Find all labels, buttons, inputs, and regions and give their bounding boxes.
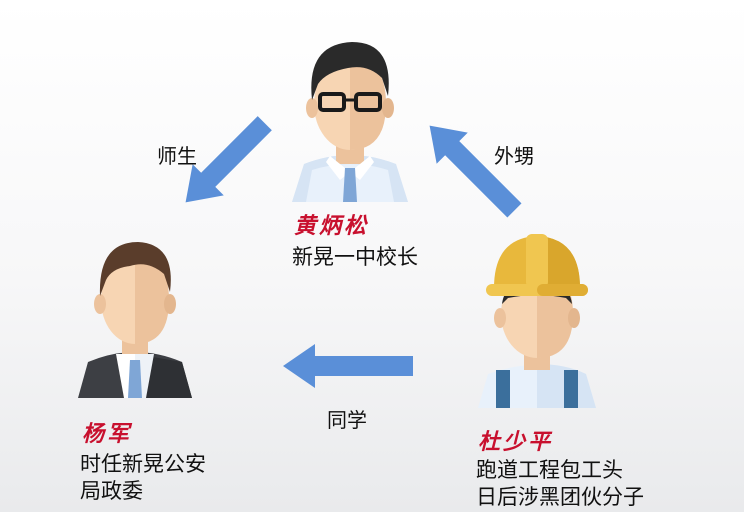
desc-line: 跑道工程包工头 (476, 458, 623, 482)
relation-label-classmate: 同学 (327, 408, 367, 432)
arrow-teacher-student (185, 116, 272, 203)
arrow-classmate (283, 344, 413, 388)
person-name-huang: 黄炳松 (294, 213, 370, 239)
person-desc-du: 跑道工程包工头 日后涉黑团伙分子 (476, 457, 644, 511)
desc-line: 局政委 (80, 479, 143, 503)
arrow-nephew (429, 125, 522, 218)
desc-line: 新晃一中校长 (292, 245, 418, 269)
person-desc-yang: 时任新晃公安 局政委 (80, 451, 206, 505)
person-name-du: 杜少平 (478, 429, 554, 455)
relation-label-teacher-student: 师生 (157, 144, 197, 168)
desc-line: 日后涉黑团伙分子 (476, 485, 644, 509)
police-avatar (78, 242, 192, 398)
principal-avatar (292, 42, 408, 202)
relation-label-nephew: 外甥 (494, 144, 534, 168)
person-name-yang: 杨军 (82, 421, 133, 447)
person-desc-huang: 新晃一中校长 (292, 244, 418, 271)
worker-avatar (478, 234, 596, 408)
desc-line: 时任新晃公安 (80, 452, 206, 476)
